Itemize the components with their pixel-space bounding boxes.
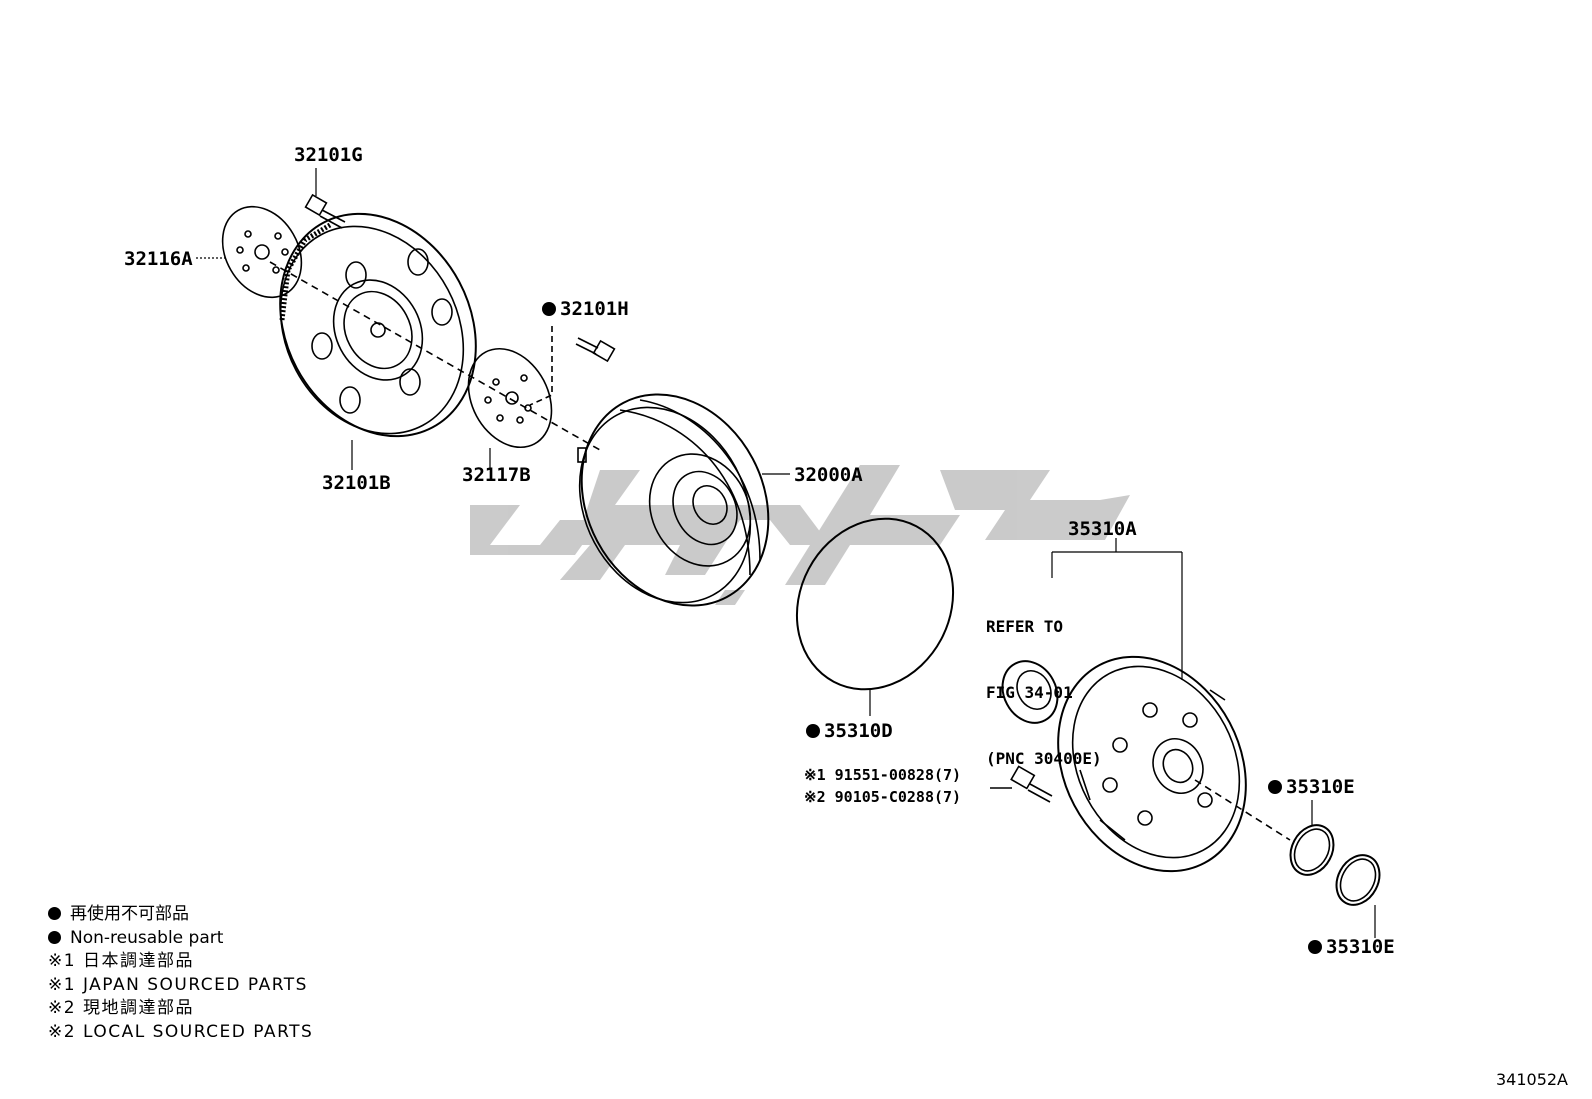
- label-35310D-text: 35310D: [824, 720, 893, 742]
- bolt-32101G: [304, 193, 346, 229]
- refer-note-line2: FIG 34-01: [986, 683, 1073, 702]
- label-32101H-text: 32101H: [560, 298, 629, 320]
- label-32101H: 32101H: [542, 298, 629, 320]
- oil-seal: [1001, 660, 1059, 724]
- drive-plate-32117B: [467, 347, 553, 449]
- refer-note: REFER TO FIG 34-01 (PNC 30400E): [986, 572, 1102, 814]
- label-35310E-1-text: 35310E: [1286, 776, 1355, 798]
- label-35310E-2-text: 35310E: [1326, 936, 1395, 958]
- fastener-part-2: ※2 90105-C0288(7): [804, 788, 962, 806]
- label-35310E-1: 35310E: [1268, 776, 1355, 798]
- label-32101B: 32101B: [322, 472, 391, 494]
- non-reusable-dot: [1268, 780, 1282, 794]
- ring-35310E-2-inner: [1339, 858, 1377, 902]
- legend-dot-icon: [48, 907, 61, 920]
- bolt-91551: [990, 765, 1053, 803]
- non-reusable-dot: [1308, 940, 1322, 954]
- label-35310A: 35310A: [1068, 518, 1137, 540]
- non-reusable-dot: [806, 724, 820, 738]
- flywheel-32101B: [279, 212, 477, 438]
- legend-row-4: ※1 JAPAN SOURCED PARTS: [48, 974, 308, 995]
- label-35310E-2: 35310E: [1308, 936, 1395, 958]
- legend: 再使用不可部品 Non-reusable part ※1 日本調達部品 ※1 J…: [48, 903, 313, 1044]
- label-32116A: 32116A: [124, 248, 193, 270]
- refer-note-line3: (PNC 30400E): [986, 749, 1102, 768]
- refer-note-line1: REFER TO: [986, 617, 1064, 636]
- ring-35310E-1: [1289, 824, 1335, 876]
- label-32117B: 32117B: [462, 464, 531, 486]
- non-reusable-dot: [542, 302, 556, 316]
- torque-converter-32000A: [577, 393, 770, 607]
- label-32000A: 32000A: [794, 464, 863, 486]
- ring-35310E-2: [1335, 854, 1381, 906]
- label-32101G: 32101G: [294, 144, 363, 166]
- legend-text-2: Non-reusable part: [70, 927, 224, 948]
- legend-row-1: 再使用不可部品: [48, 903, 313, 927]
- figure-number: 341052A: [1495, 1070, 1568, 1089]
- drive-plate-32116A: [221, 205, 303, 299]
- legend-text-1: 再使用不可部品: [70, 904, 189, 924]
- oil-pump-35310A: [1057, 655, 1247, 873]
- ring-35310E-1-inner: [1293, 828, 1331, 872]
- label-35310D: 35310D: [806, 720, 893, 742]
- assembly-axis-1: [269, 261, 601, 451]
- legend-row-6: ※2 LOCAL SOURCED PARTS: [48, 1021, 314, 1042]
- legend-row-5: ※2 現地調達部品: [48, 998, 194, 1018]
- legend-row-2: Non-reusable part: [48, 927, 313, 951]
- assembly-axis-2: [1194, 779, 1291, 841]
- legend-row-3: ※1 日本調達部品: [48, 951, 194, 971]
- o-ring-35310D: [795, 517, 955, 691]
- fastener-part-1: ※1 91551-00828(7): [804, 766, 962, 784]
- bolt-32101H: [529, 326, 616, 406]
- leader-lines: [196, 168, 1376, 938]
- legend-dot-icon: [48, 930, 61, 944]
